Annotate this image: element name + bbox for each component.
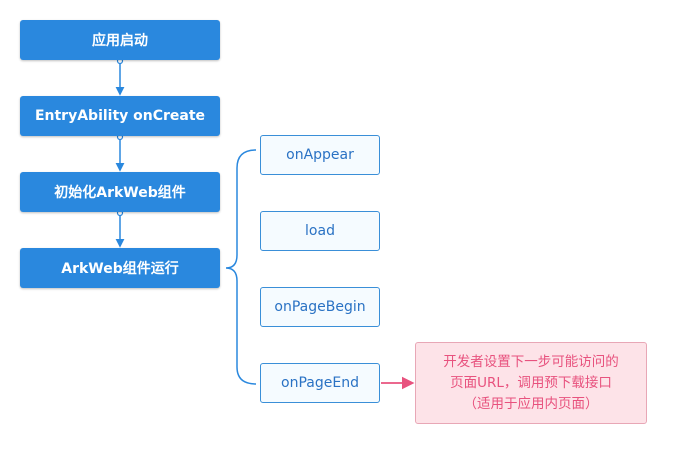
step-app-launch: 应用启动 <box>20 20 220 60</box>
lifecycle-brace <box>225 149 257 385</box>
arrow-init-to-run <box>115 209 125 248</box>
note-line-3: （适用于应用内页面） <box>463 395 599 412</box>
step-arkweb-running: ArkWeb组件运行 <box>20 248 220 288</box>
step-entryability-oncreate: EntryAbility onCreate <box>20 96 220 136</box>
note-line-1: 开发者设置下一步可能访问的 <box>443 353 619 370</box>
note-line-2: 页面URL，调用预下载接口 <box>450 374 612 391</box>
lifecycle-onappear: onAppear <box>260 135 380 175</box>
lifecycle-onpageend: onPageEnd <box>260 363 380 403</box>
step-init-arkweb: 初始化ArkWeb组件 <box>20 172 220 212</box>
arrow-entry-to-init <box>115 133 125 172</box>
lifecycle-load: load <box>260 211 380 251</box>
preload-note: 开发者设置下一步可能访问的 页面URL，调用预下载接口 （适用于应用内页面） <box>415 342 647 424</box>
arrow-start-to-entry <box>115 57 125 96</box>
lifecycle-onpagebegin: onPageBegin <box>260 287 380 327</box>
